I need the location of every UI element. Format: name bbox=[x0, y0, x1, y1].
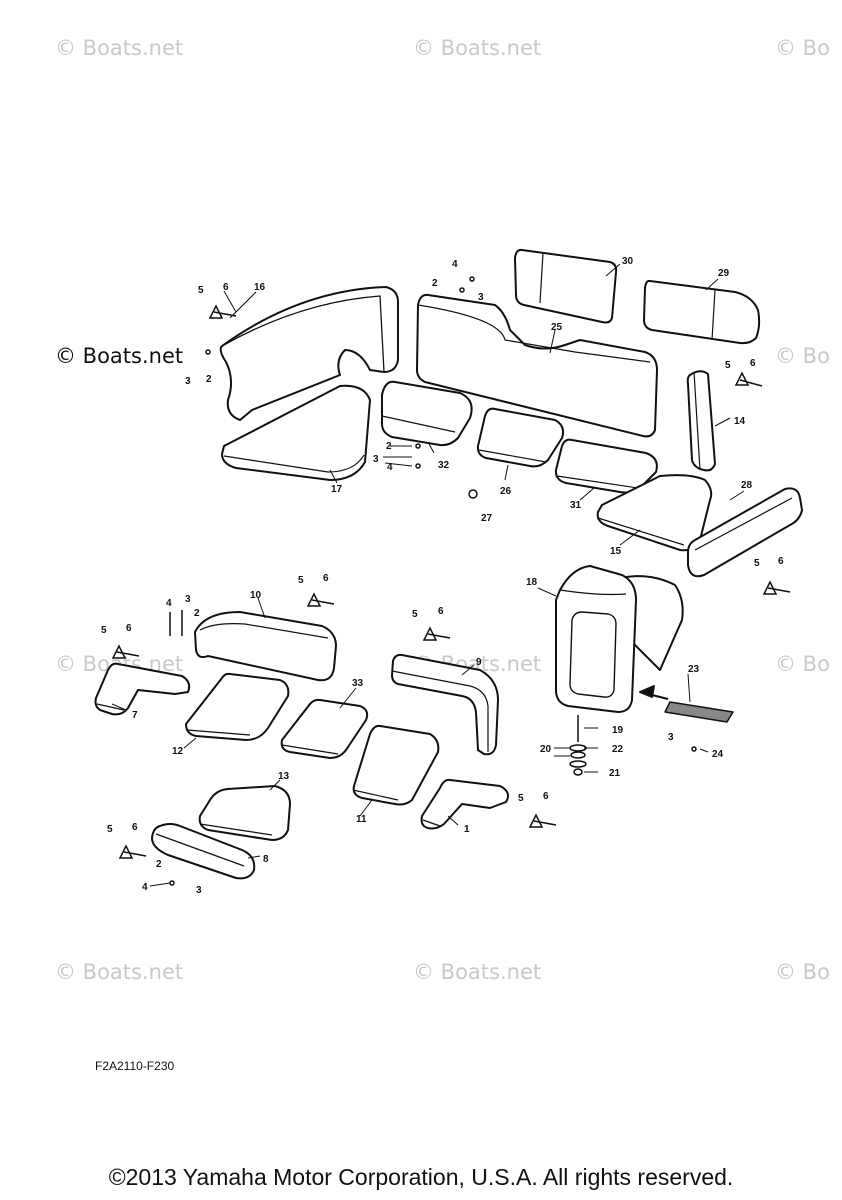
part-16-back-cushion[interactable] bbox=[219, 286, 399, 421]
watermark: © Boats.net bbox=[55, 960, 184, 984]
callout-19: 19 bbox=[612, 725, 624, 736]
part-17-seat-cushion[interactable] bbox=[221, 384, 371, 481]
callout-12: 12 bbox=[172, 746, 184, 757]
callout-26: 26 bbox=[500, 486, 512, 497]
callout-7: 7 bbox=[132, 710, 138, 721]
callout-32: 32 bbox=[438, 460, 450, 471]
callout-30: 30 bbox=[622, 256, 634, 267]
callout-3: 3 bbox=[478, 292, 484, 303]
part-13-seat-cushion[interactable] bbox=[198, 785, 291, 841]
callout-23: 23 bbox=[688, 664, 700, 675]
callout-4: 4 bbox=[142, 882, 148, 893]
part-9-back-cushion[interactable] bbox=[391, 653, 499, 756]
part-33-seat-cushion[interactable] bbox=[280, 698, 369, 759]
callout-10: 10 bbox=[250, 590, 262, 601]
callout-6: 6 bbox=[438, 606, 444, 617]
callout-20: 20 bbox=[540, 744, 552, 755]
diagram-code: F2A2110-F230 bbox=[95, 1059, 175, 1073]
callout-4: 4 bbox=[452, 259, 458, 270]
callout-21: 21 bbox=[609, 768, 621, 779]
callout-3: 3 bbox=[185, 376, 191, 387]
callout-33: 33 bbox=[352, 678, 364, 689]
callout-2: 2 bbox=[194, 608, 200, 619]
callout-8: 8 bbox=[263, 854, 269, 865]
callout-22: 22 bbox=[612, 744, 624, 755]
watermark: © Bo bbox=[775, 652, 830, 676]
callout-14: 14 bbox=[734, 416, 746, 427]
callout-24: 24 bbox=[712, 749, 724, 760]
part-18-seat-assembly[interactable] bbox=[555, 565, 684, 713]
copyright-notice: ©2013 Yamaha Motor Corporation, U.S.A. A… bbox=[108, 1164, 734, 1190]
callout-9: 9 bbox=[476, 657, 482, 668]
callout-18: 18 bbox=[526, 577, 538, 588]
callout-6: 6 bbox=[543, 791, 549, 802]
callout-6: 6 bbox=[126, 623, 132, 634]
watermark: © Bo bbox=[775, 36, 830, 60]
callout-5: 5 bbox=[101, 625, 107, 636]
part-12-seat-cushion[interactable] bbox=[185, 672, 290, 741]
callout-11: 11 bbox=[356, 814, 367, 825]
callout-6: 6 bbox=[778, 556, 784, 567]
callout-27: 27 bbox=[481, 513, 493, 524]
callout-4: 4 bbox=[387, 462, 393, 473]
callout-16: 16 bbox=[254, 282, 266, 293]
part-26-seat-cushion[interactable] bbox=[476, 407, 565, 468]
callout-3: 3 bbox=[668, 732, 674, 743]
callout-2: 2 bbox=[432, 278, 438, 289]
callout-1: 1 bbox=[464, 824, 470, 835]
part-25-back-cushion[interactable] bbox=[416, 293, 658, 438]
callout-31: 31 bbox=[570, 500, 582, 511]
watermark: © Boats.net bbox=[413, 36, 542, 60]
callout-2: 2 bbox=[156, 859, 162, 870]
callout-6: 6 bbox=[132, 822, 138, 833]
callout-29: 29 bbox=[718, 268, 730, 279]
part-14-cushion[interactable] bbox=[686, 370, 716, 472]
callout-4: 4 bbox=[166, 598, 172, 609]
callout-5: 5 bbox=[107, 824, 113, 835]
part-1-cushion[interactable] bbox=[420, 778, 509, 830]
callout-5: 5 bbox=[412, 609, 418, 620]
callout-labels: 1 2 2 2 2 2 3 3 3 3 3 3 4 4 4 4 5 5 5 5 … bbox=[101, 256, 784, 896]
part-23-bracket[interactable] bbox=[639, 685, 734, 723]
part-29-cushion[interactable] bbox=[643, 279, 761, 345]
callout-25: 25 bbox=[551, 322, 563, 333]
callout-5: 5 bbox=[518, 793, 524, 804]
watermark: © Boats.net bbox=[413, 960, 542, 984]
callout-6: 6 bbox=[750, 358, 756, 369]
leader-lines bbox=[111, 263, 745, 887]
callout-3: 3 bbox=[196, 885, 202, 896]
callout-17: 17 bbox=[331, 484, 343, 495]
watermark: © Bo bbox=[775, 960, 830, 984]
callout-6: 6 bbox=[323, 573, 329, 584]
part-7-cushion[interactable] bbox=[94, 662, 191, 716]
callout-13: 13 bbox=[278, 771, 290, 782]
callout-15: 15 bbox=[610, 546, 622, 557]
part-30-cushion[interactable] bbox=[514, 248, 618, 324]
part-31-seat-cushion[interactable] bbox=[554, 438, 658, 494]
callout-2: 2 bbox=[206, 374, 212, 385]
callout-5: 5 bbox=[754, 558, 760, 569]
callout-3: 3 bbox=[185, 594, 191, 605]
callout-5: 5 bbox=[198, 285, 204, 296]
part-8-cushion[interactable] bbox=[151, 823, 256, 880]
callout-28: 28 bbox=[741, 480, 753, 491]
part-11-seat-cushion[interactable] bbox=[352, 724, 440, 806]
watermark: © Boats.net bbox=[55, 36, 184, 60]
callout-5: 5 bbox=[298, 575, 304, 586]
part-32-seat-cushion[interactable] bbox=[381, 380, 473, 447]
watermark: © Boats.net bbox=[55, 344, 184, 368]
callout-3: 3 bbox=[373, 454, 379, 465]
part-28-cushion[interactable] bbox=[687, 487, 803, 578]
callout-5: 5 bbox=[725, 360, 731, 371]
callout-6: 6 bbox=[223, 282, 229, 293]
part-10-back-cushion[interactable] bbox=[194, 611, 337, 682]
watermark: © Bo bbox=[775, 344, 830, 368]
callout-2: 2 bbox=[386, 441, 392, 452]
